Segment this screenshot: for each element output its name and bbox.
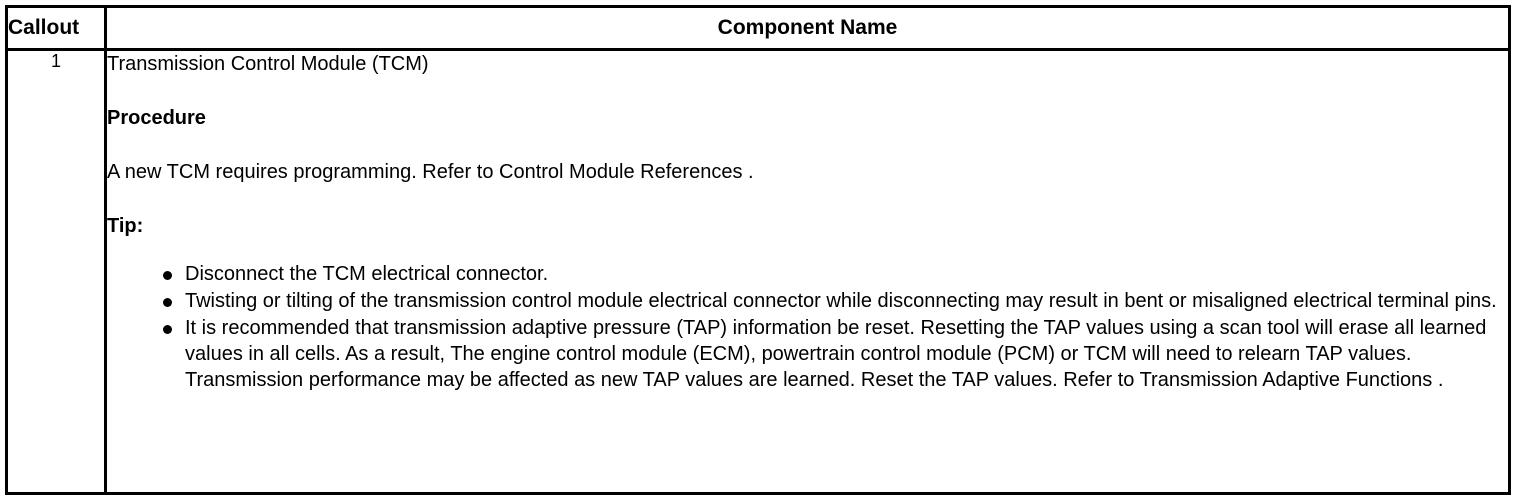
spacer-after-procedure-heading: [107, 131, 1508, 159]
tip-heading: Tip:: [107, 215, 144, 237]
table-header-row: Callout Component Name: [5, 5, 1511, 51]
column-header-component-name: Component Name: [104, 5, 1511, 51]
procedure-heading: Procedure: [107, 107, 206, 129]
list-item: It is recommended that transmission adap…: [163, 315, 1508, 393]
procedure-text: A new TCM requires programming. Refer to…: [107, 161, 754, 183]
component-details-cell: Transmission Control Module (TCM) Proced…: [104, 48, 1511, 495]
table-row: 1 Transmission Control Module (TCM) Proc…: [5, 48, 1511, 495]
spacer-after-title: [107, 77, 1508, 105]
table-header: Callout Component Name: [5, 5, 1511, 51]
list-item: Disconnect the TCM electrical connector.: [163, 261, 1508, 287]
component-specification-table: Callout Component Name 1 Transmission Co…: [5, 5, 1511, 495]
table-body: 1 Transmission Control Module (TCM) Proc…: [5, 48, 1511, 495]
tip-bullet-list: Disconnect the TCM electrical connector.…: [107, 261, 1508, 393]
spacer-after-procedure-text: [107, 185, 1508, 213]
list-item: Twisting or tilting of the transmission …: [163, 288, 1508, 314]
spacer-after-tip-heading: [107, 239, 1508, 261]
callout-number: 1: [5, 48, 107, 495]
column-header-callout: Callout: [5, 5, 107, 51]
component-title: Transmission Control Module (TCM): [107, 53, 429, 75]
